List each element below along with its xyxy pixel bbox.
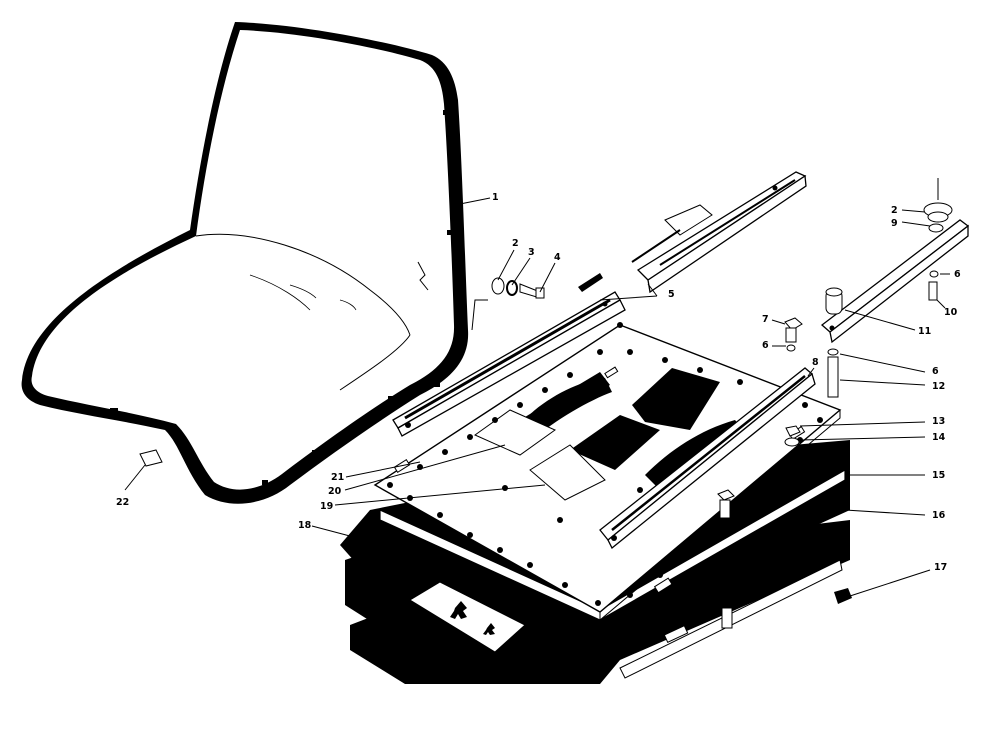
callout-8: 8 [812,357,819,368]
right-slide-rail [599,367,816,550]
upper-slide-rail [578,171,807,294]
callout-1: 1 [492,192,499,203]
callout-14: 14 [932,432,946,443]
callout-10: 10 [944,307,958,318]
callout-5: 5 [668,289,675,300]
right-bracket [820,219,970,344]
callout-9: 9 [891,218,898,229]
callout-15: 15 [932,470,945,481]
callout-22: 22 [116,497,129,508]
callout-12: 12 [932,381,945,392]
callout-3: 3 [528,247,535,258]
callout-2: 2 [512,238,519,249]
callout-17: 17 [934,562,947,573]
callout-7: 7 [762,314,769,325]
callout-4: 4 [554,252,561,263]
callout-6: 6 [762,340,769,351]
callout-16: 16 [932,510,946,521]
callout-2: 2 [891,205,898,216]
callout-11: 11 [918,326,931,337]
callout-21: 21 [331,472,344,483]
callout-18: 18 [298,520,312,531]
callout-13: 13 [932,416,945,427]
callout-20: 20 [328,486,342,497]
callout-labels: 1 2 3 4 5 2 9 6 10 7 6 8 11 6 12 13 14 1… [116,192,961,573]
seat-cushion [21,22,469,504]
callout-6: 6 [954,269,961,280]
hardware [139,178,953,629]
callout-19: 19 [320,501,333,512]
left-slide-rail [392,291,626,437]
mounting-plate [373,322,842,622]
leader-lines [124,197,950,597]
callout-6: 6 [932,366,939,377]
